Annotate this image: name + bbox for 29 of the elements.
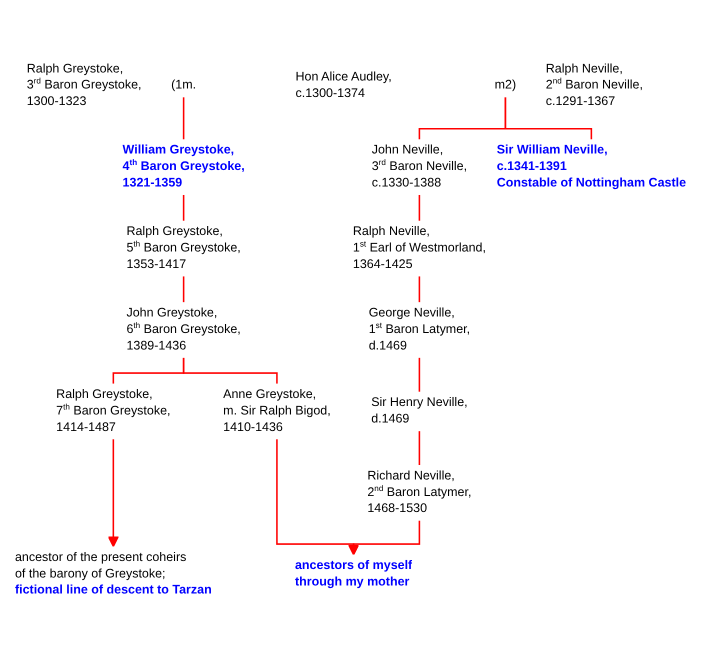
node-text: (1m. [171,78,196,92]
arrow [348,520,420,556]
connector [182,276,184,303]
node-text: Hon Alice Audley, c.1300-1374 [295,70,392,100]
node-text: Ralph Greystoke, 3$^{rd}$ Baron Greystoke, 1300-1323 [26,62,142,108]
node-text: Ralph Greystoke, 7$^{th}$ Baron Greystoke, 1414-1487 [56,388,170,434]
node-text: John Greystoke, 6$^{th}$ Baron Greystoke, 1389-1436 [126,306,241,352]
node-text: George Neville, 1$^{st}$ Baron Latymer, d.1469 [368,306,470,352]
node-text: Anne Greystoke, m. Sir Ralph Bigod, 1410-1436 [223,388,331,434]
node-text: Ralph Neville, 2$^{nd}$ Baron Neville, c.1291-1367 [546,62,643,108]
connector [418,357,420,392]
connector [182,357,278,384]
node-text: ancestors of myself through my mother [294,558,412,588]
node-text: William Greystoke, 4$^{th}$ Baron Greystoke, 1321-1359 [122,144,245,190]
connector [182,96,184,140]
node-text: m2) [494,78,516,92]
node-text: Ralph Greystoke, 5$^{th}$ Baron Greystoke, 1353-1417 [126,225,241,271]
node-text: Ralph Neville, 1$^{st}$ Earl of Westmorland, 1364-1425 [352,225,486,271]
node-text: John Neville, 3$^{rd}$ Baron Neville, c.1330-1388 [372,144,468,190]
node-text: Sir William Neville, c.1341-1391 Constable of Nottingham Castle [496,144,686,190]
node-text: Richard Neville, 2$^{nd}$ Baron Latymer, 1468-1530 [367,469,472,516]
arrow [108,438,119,548]
connector [418,430,420,466]
connector [504,96,592,140]
connector [418,194,420,222]
connector [418,276,420,303]
node-text: Sir Henry Neville, d.1469 [371,396,468,426]
node-text: ancestor of the present coheirs of the barony of Greystoke; fictional line of descent to Tarzan [14,550,212,596]
connector [182,194,184,222]
